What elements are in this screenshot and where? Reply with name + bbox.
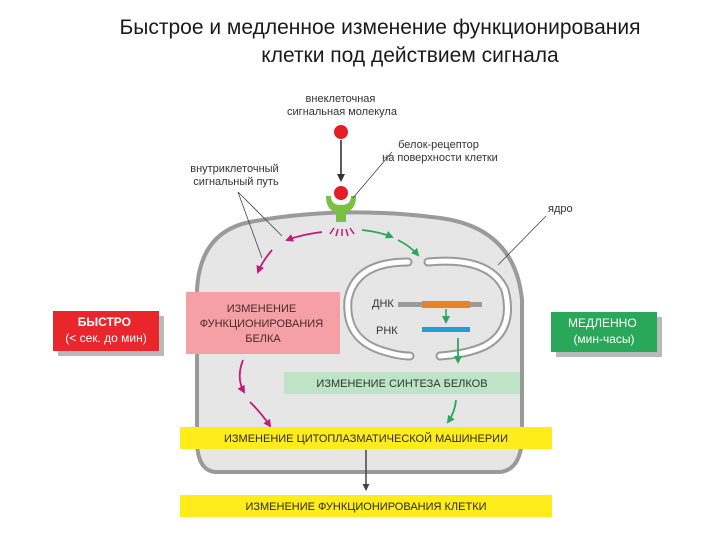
protein-function-label: ИЗМЕНЕНИЕ ФУНКЦИОНИРОВАНИЯ БЕЛКА (200, 303, 326, 345)
fast-arrow-4 (249, 401, 272, 428)
cell-function-box (180, 495, 552, 517)
nucleus-right-half-inner (425, 258, 510, 359)
activation-rays (329, 227, 355, 237)
dna-gene-segment (422, 301, 470, 308)
protein-function-box (186, 292, 340, 354)
nucleus-label: ядро (548, 203, 573, 215)
fast-arrow-1 (285, 231, 323, 242)
path-pointer-2 (237, 191, 263, 259)
slow-box (551, 312, 657, 352)
slow-arrow-2 (397, 239, 420, 257)
cytoplasmic-label: ИЗМЕНЕНИЕ ЦИТОПЛАЗМАТИЧЕСКОЙ МАШИНЕРИИ (224, 432, 508, 445)
protein-synthesis-box (284, 372, 520, 394)
signal-molecule-label: внеклеточная сигнальная молекула (287, 93, 398, 118)
cell-function-label: ИЗМЕНЕНИЕ ФУНКЦИОНИРОВАНИЯ КЛЕТКИ (245, 501, 486, 513)
fast-arrow-3 (237, 359, 245, 394)
rna-bar (422, 327, 470, 332)
page-title: Быстрое и медленное изменение функционир… (60, 14, 700, 70)
intracellular-path-label: внутриклеточный сигнальный путь (190, 163, 282, 188)
receptor-pointer (352, 151, 393, 199)
receptor-label: белок-рецептор на поверхности клетки (382, 139, 498, 164)
slow-arrow-4 (446, 399, 457, 424)
signal-molecule-top (334, 125, 348, 139)
slow-arrow-1 (361, 229, 394, 239)
title-line-1: Быстрое и медленное изменение функционир… (119, 16, 641, 39)
nucleus-pointer (497, 215, 547, 266)
signal-molecule-bound (334, 186, 348, 200)
title-line-2: клетки под действием сигнала (261, 44, 559, 67)
dna-label: ДНК (372, 298, 394, 310)
fast-box (53, 311, 159, 351)
slow-box-label: МЕДЛЕННО (мин-часы) (568, 316, 640, 346)
fast-arrow-2 (256, 249, 273, 274)
receptor (326, 196, 356, 222)
cytoplasmic-box (180, 427, 552, 449)
protein-synthesis-label: ИЗМЕНЕНИЕ СИНТЕЗА БЕЛКОВ (316, 378, 487, 390)
path-pointer-1 (237, 191, 283, 237)
fast-box-label: БЫСТРО (< сек. до мин) (65, 315, 147, 345)
nucleus-left-half-inner (345, 259, 413, 359)
rna-label: РНК (376, 325, 398, 337)
